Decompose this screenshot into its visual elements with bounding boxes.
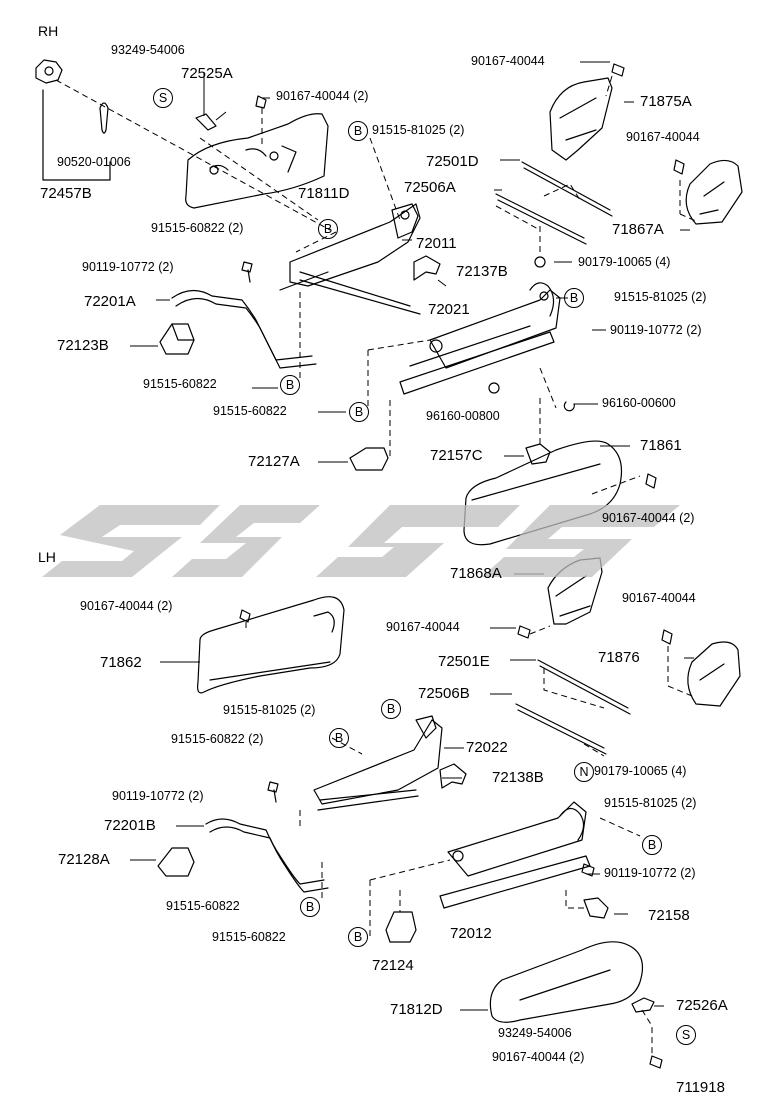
- part-callout: 72501E: [438, 653, 490, 670]
- cover-71868a: [547, 557, 603, 625]
- marker-b-circle: B: [329, 728, 349, 748]
- marker-b-circle: B: [381, 699, 401, 719]
- marker-b-circle: B: [564, 288, 584, 308]
- cushion-cover-71812d: [489, 941, 643, 1023]
- part-callout: 96160-00600: [602, 396, 676, 410]
- part-callout: 72201B: [104, 817, 156, 834]
- part-callout: 91515-81025 (2): [614, 290, 707, 304]
- clip-part: [99, 102, 109, 134]
- part-callout: 90119-10772 (2): [610, 323, 702, 337]
- part-callout: 90167-40044 (2): [80, 599, 173, 613]
- block-72127a: [349, 447, 389, 471]
- seat-adjuster-72022: [313, 719, 443, 805]
- block-72124: [385, 911, 417, 943]
- seat-adjuster-72011: [289, 203, 421, 287]
- rod-72201a: [171, 289, 313, 361]
- part-callout: 72127A: [248, 453, 300, 470]
- part-callout: 72012: [450, 925, 492, 942]
- part-callout: 91515-81025 (2): [604, 796, 697, 810]
- part-callout: 71862: [100, 654, 142, 671]
- part-callout: 71876: [598, 649, 640, 666]
- part-callout: 90119-10772 (2): [112, 789, 204, 803]
- part-callout: 91515-60822 (2): [171, 732, 264, 746]
- part-callout: 71861: [640, 437, 682, 454]
- part-callout: 72021: [428, 301, 470, 318]
- cover-71811d: [185, 113, 329, 209]
- marker-b-circle: B: [348, 927, 368, 947]
- section-label-lh: LH: [38, 549, 56, 565]
- part-callout: 90520-01006: [57, 155, 131, 169]
- part-callout: 90119-10772 (2): [82, 260, 174, 274]
- cushion-cover-71861: [463, 440, 623, 546]
- knob-part: [35, 59, 63, 84]
- marker-b-circle: B: [642, 835, 662, 855]
- part-callout: 93249-54006: [111, 43, 185, 57]
- section-label-rh: RH: [38, 23, 59, 39]
- rod-72201b: [205, 818, 325, 885]
- part-callout: 96160-00800: [426, 409, 500, 423]
- part-callout: 72525A: [181, 65, 233, 82]
- shaft-72501e: [537, 659, 629, 709]
- part-callout: 71812D: [390, 1001, 443, 1018]
- part-callout: 90167-40044: [386, 620, 460, 634]
- part-callout: 91515-60822: [143, 377, 217, 391]
- part-callout: 90167-40044 (2): [602, 511, 695, 525]
- part-callout: 72128A: [58, 851, 110, 868]
- cover-71867a: [685, 159, 743, 225]
- part-callout: 71868A: [450, 565, 502, 582]
- block-72128a: [157, 847, 195, 877]
- part-callout: 93249-54006: [498, 1026, 572, 1040]
- marker-b-circle: B: [349, 402, 369, 422]
- part-callout: 72011: [416, 235, 457, 252]
- rail-72012: [439, 855, 591, 909]
- cover-71875a: [549, 77, 613, 161]
- marker-b-circle: B: [300, 897, 320, 917]
- part-callout: 91515-60822: [166, 899, 240, 913]
- part-callout: 90179-10065 (4): [594, 764, 687, 778]
- part-callout: 72124: [372, 957, 414, 974]
- part-callout: 72123B: [57, 337, 109, 354]
- part-callout: 72158: [648, 907, 690, 924]
- part-callout: 72022: [466, 739, 508, 756]
- part-callout: 90179-10065 (4): [578, 255, 671, 269]
- marker-b-circle: B: [280, 375, 300, 395]
- part-callout: 91515-60822 (2): [151, 221, 244, 235]
- part-callout: 90119-10772 (2): [604, 866, 696, 880]
- marker-s-circle: S: [676, 1025, 696, 1045]
- figure-number: 711918: [676, 1079, 725, 1096]
- marker-n-circle: N: [574, 762, 594, 782]
- part-callout: 90167-40044 (2): [276, 89, 369, 103]
- part-callout: 90167-40044: [626, 130, 700, 144]
- part-callout: 72506B: [418, 685, 470, 702]
- part-callout: 71867A: [612, 221, 664, 238]
- part-callout: 91515-81025 (2): [223, 703, 316, 717]
- part-callout: 91515-60822: [213, 404, 287, 418]
- marker-b-circle: B: [318, 219, 338, 239]
- marker-b-circle: B: [348, 121, 368, 141]
- part-callout: 72138B: [492, 769, 544, 786]
- part-callout: 72501D: [426, 153, 479, 170]
- part-callout: 72137B: [456, 263, 508, 280]
- part-callout: 72506A: [404, 179, 456, 196]
- part-callout: 90167-40044 (2): [492, 1050, 585, 1064]
- part-callout: 91515-81025 (2): [372, 123, 465, 137]
- cover-71862: [197, 596, 345, 694]
- part-callout: 90167-40044: [622, 591, 696, 605]
- part-callout: 71811D: [298, 185, 350, 202]
- part-callout: 91515-60822: [212, 930, 286, 944]
- part-callout: 72457B: [40, 185, 92, 202]
- part-callout: 72157C: [430, 447, 483, 464]
- marker-s-circle: S: [153, 88, 173, 108]
- part-callout: 90167-40044: [471, 54, 545, 68]
- part-callout: 72526A: [676, 997, 728, 1014]
- part-callout: 72201A: [84, 293, 136, 310]
- cover-71876: [687, 641, 741, 707]
- part-callout: 71875A: [640, 93, 692, 110]
